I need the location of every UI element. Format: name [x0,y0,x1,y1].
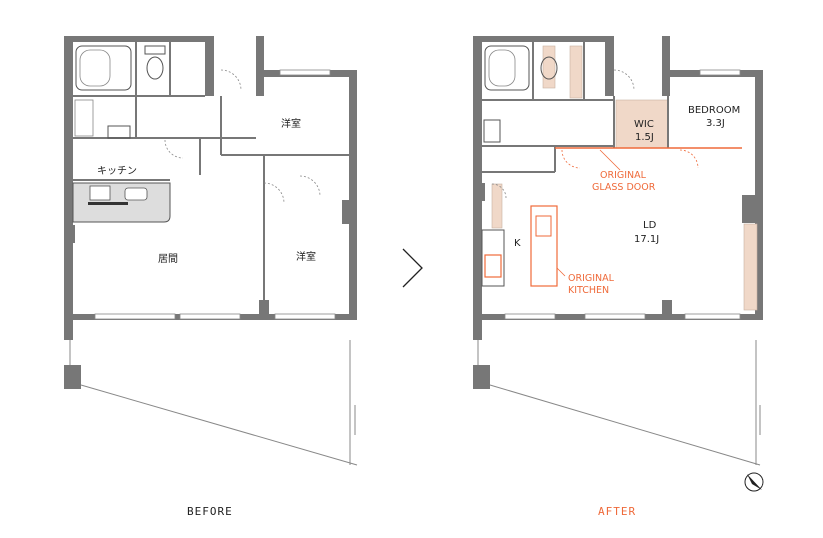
after-wic-size: 1.5J [635,132,654,143]
after-walls [473,36,763,389]
after-k-name: K [514,238,521,249]
before-western-room-2-label: 洋室 [296,250,316,263]
after-bedroom-size: 3.3J [706,118,725,129]
after-ld-size: 17.1J [634,234,659,245]
chevron-right-icon [402,248,423,288]
after-kitchen-note-1: ORIGINAL [568,273,615,284]
before-living-label: 居間 [158,253,178,265]
before-caption: BEFORE [187,505,233,518]
after-caption: AFTER [598,505,636,518]
before-kitchen-label: キッチン [97,165,137,177]
after-wic-name: WIC [634,119,654,130]
compass-north-icon [744,472,764,492]
after-ld-name: LD [643,220,657,231]
after-plan: WIC 1.5J BEDROOM 3.3J LD 17.1J K ORIGINA… [473,36,764,518]
after-glass-door-note-1: ORIGINAL [600,170,647,181]
before-western-room-1-label: 洋室 [281,117,301,130]
after-bedroom-name: BEDROOM [688,105,740,116]
before-plan: キッチン 居間 洋室 洋室 BEFORE [64,36,358,518]
after-kitchen-note-2: KITCHEN [568,285,609,296]
after-glass-door-note-2: GLASS DOOR [592,182,656,193]
